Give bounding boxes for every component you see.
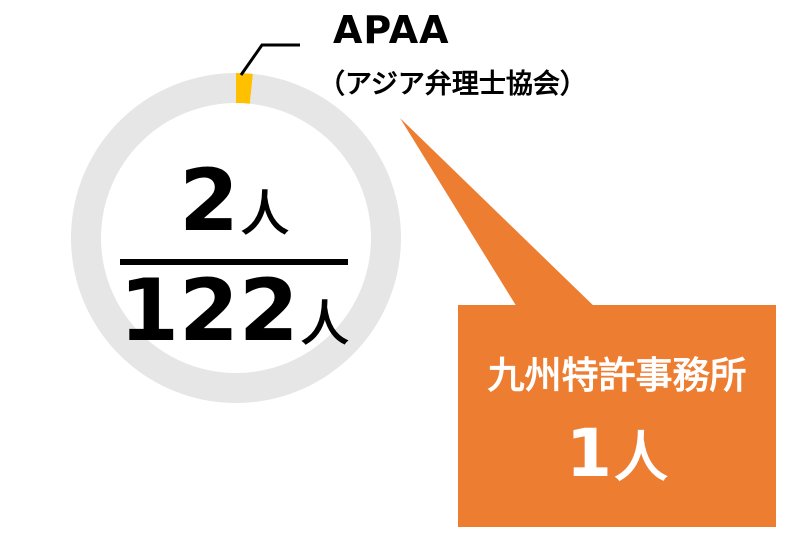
- slice-label-subtitle: （アジア弁理士協会）: [318, 69, 587, 100]
- callout-box: 九州特許事務所 1人: [458, 305, 776, 527]
- slice-apaa: [236, 73, 253, 104]
- donut-ring: [71, 73, 401, 404]
- callout-count-unit: 人: [613, 426, 668, 489]
- center-denominator: 122人: [100, 268, 368, 354]
- slice-label-title: APAA: [333, 8, 450, 52]
- numerator-unit: 人: [240, 186, 289, 242]
- denominator-unit: 人: [300, 296, 349, 352]
- callout-pointer: [400, 118, 600, 312]
- numerator-value: 2: [179, 151, 239, 251]
- callout-count: 1人: [458, 413, 776, 492]
- center-numerator: 2人: [120, 158, 348, 244]
- leader-line: [239, 43, 300, 76]
- callout-name: 九州特許事務所: [487, 354, 747, 397]
- denominator-value: 122: [119, 261, 299, 361]
- callout-count-value: 1: [566, 415, 612, 492]
